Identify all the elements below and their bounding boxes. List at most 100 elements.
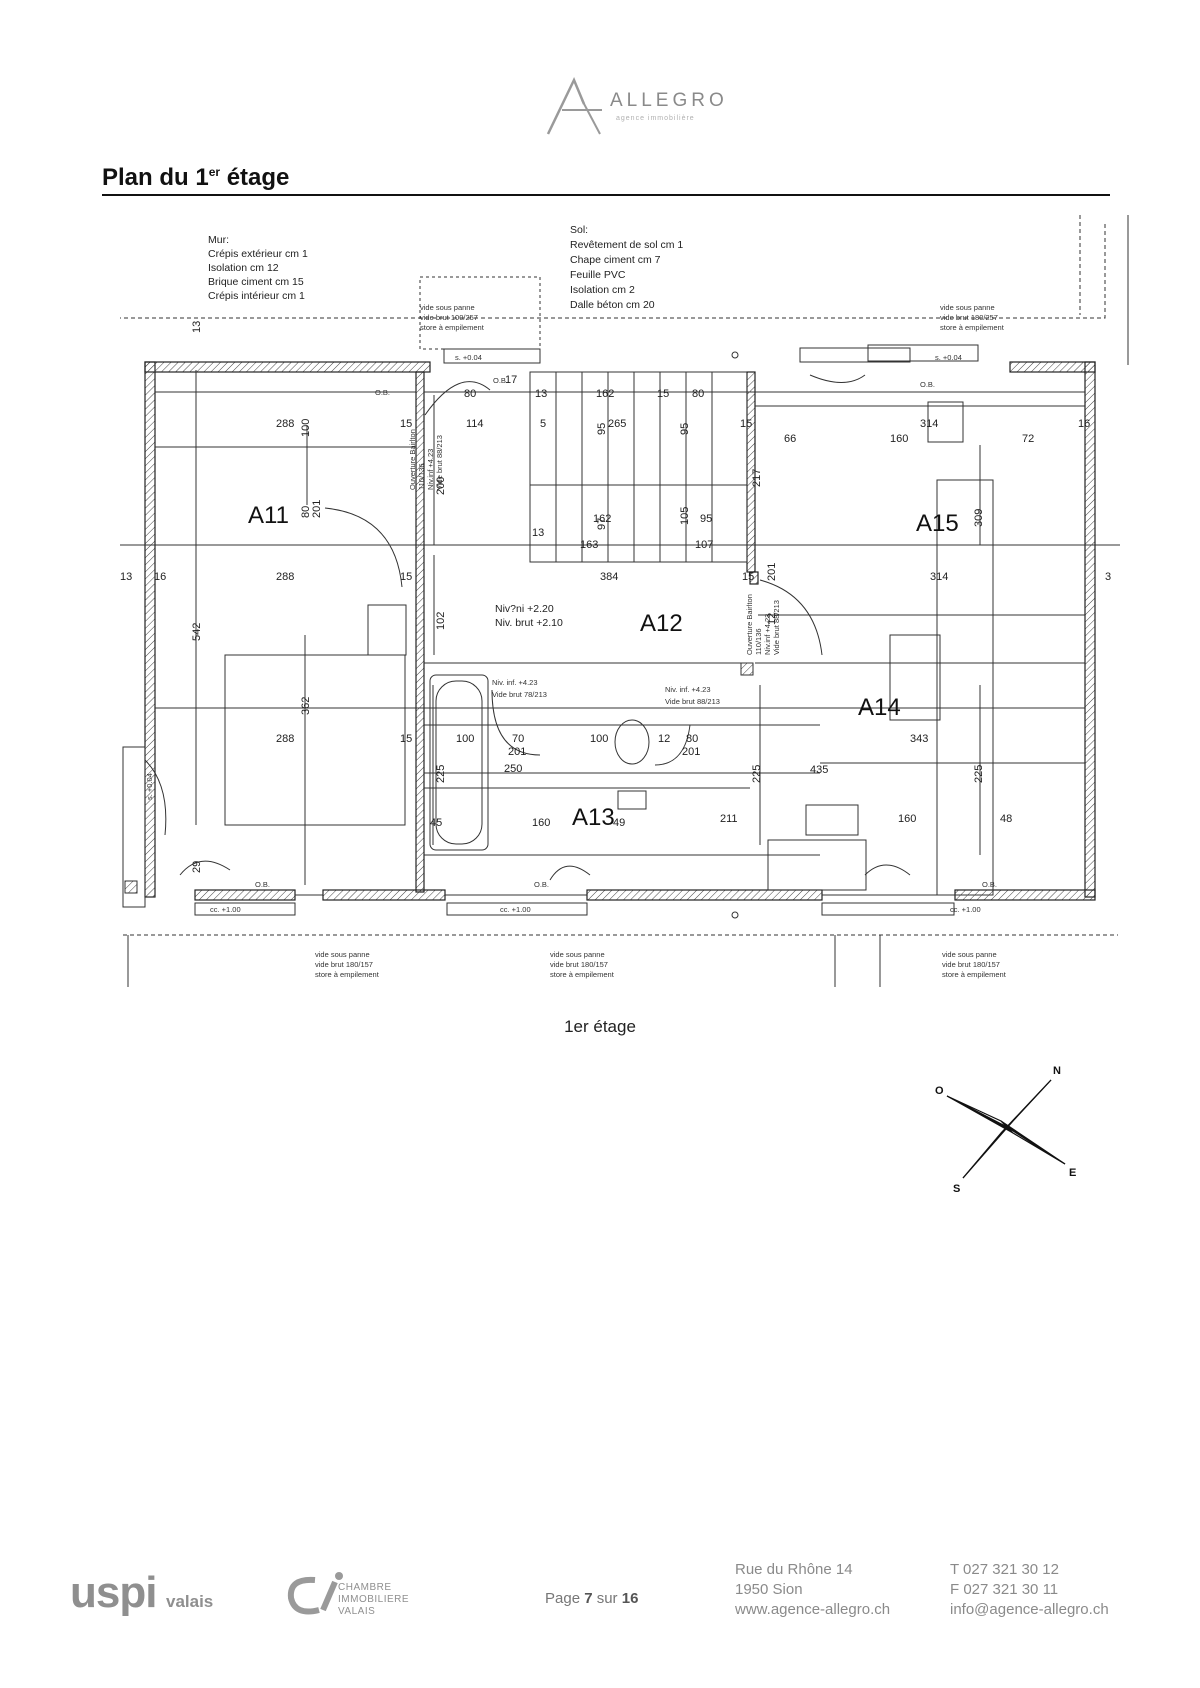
niv-bath-1: Vide brut 78/213: [492, 690, 547, 699]
niv-bath-0: Niv. inf. +4.23: [492, 678, 538, 687]
dim: 70: [512, 733, 524, 745]
window-note-b2-2: store à empilement: [550, 970, 615, 979]
website-link[interactable]: www.agence-allegro.ch: [735, 1601, 891, 1618]
dim: 97: [596, 518, 608, 530]
dim: 542: [191, 623, 203, 641]
uspi-logo: uspi: [70, 1568, 157, 1617]
compass-e: E: [1069, 1167, 1076, 1179]
chambre-immobiliere-logo: [287, 1572, 343, 1615]
dim: 314: [920, 418, 938, 430]
dim: 160: [890, 433, 908, 445]
dim: 15: [742, 571, 754, 583]
dim: 211: [720, 813, 738, 825]
window-note-b1-1: vide brut 180/157: [315, 960, 373, 969]
niv-a12-0: Niv?ni +2.20: [495, 603, 554, 615]
title-underline: [102, 194, 1110, 196]
dim: 72: [1022, 433, 1034, 445]
floor-note-0: Sol:: [570, 224, 588, 236]
niv-wc-1: Vide brut 88/213: [665, 697, 720, 706]
room-a14: A14: [858, 694, 901, 721]
floor-plan: Mur: Crépis extérieur cm 1 Isolation cm …: [120, 215, 1129, 987]
dim: 435: [810, 764, 828, 776]
dim: 15: [400, 571, 412, 583]
dim: 288: [276, 418, 294, 430]
page-number: Page 7 sur 16: [545, 1590, 639, 1607]
dim: 288: [276, 733, 294, 745]
plan-caption: 1er étage: [564, 1017, 636, 1036]
window-note-b1-2: store à empilement: [315, 970, 380, 979]
logo-wordmark: ALLEGRO: [610, 90, 728, 111]
wall-note-0: Mur:: [208, 234, 229, 246]
dim: 3: [1105, 571, 1111, 583]
dim: 12: [766, 613, 778, 625]
wall-note-4: Crépis intérieur cm 1: [208, 290, 305, 302]
sill-top-left: s. +0.04: [455, 353, 482, 362]
dim: 13: [532, 527, 544, 539]
compass-o: O: [935, 1085, 944, 1097]
dim: 95: [679, 423, 691, 435]
ob-a11: O.B.: [375, 388, 390, 397]
dim: 162: [596, 388, 614, 400]
wall-note-2: Isolation cm 12: [208, 262, 279, 274]
niv-wc-0: Niv. inf. +4.23: [665, 685, 711, 694]
sill-top-right: s. +0.04: [935, 353, 962, 362]
dim: 160: [898, 813, 916, 825]
dim: 49: [613, 817, 625, 829]
dim: 13: [191, 321, 203, 333]
floor-note-1: Revêtement de sol cm 1: [570, 239, 683, 251]
door-note-1: 110/136: [417, 463, 426, 490]
room-a12: A12: [640, 610, 683, 637]
dim: 80: [300, 506, 312, 518]
dim: 80: [692, 388, 704, 400]
room-a13: A13: [572, 804, 615, 831]
dim: 16: [1078, 418, 1090, 430]
dim: 105: [679, 507, 691, 525]
dim: 314: [930, 571, 948, 583]
dim: 309: [973, 509, 985, 527]
dim: 100: [590, 733, 608, 745]
dim: 95: [596, 423, 608, 435]
dim: 107: [695, 539, 713, 551]
dim: 15: [400, 733, 412, 745]
dim: 160: [532, 817, 550, 829]
dim: 265: [608, 418, 626, 430]
footer-address: Rue du Rhône 14 1950 Sion www.agence-all…: [735, 1561, 891, 1618]
dim: 201: [508, 746, 526, 758]
dim: 15: [740, 418, 752, 430]
allegro-logo: [546, 76, 602, 135]
sill-left: s. +0.04: [145, 773, 154, 800]
door-note-0: Ouverture Bairlton: [408, 429, 417, 490]
dim: 16: [154, 571, 166, 583]
window-note-right-1: vide brut 180/257: [940, 313, 998, 322]
dim: 362: [300, 697, 312, 715]
dim: 13: [535, 388, 547, 400]
dim: 66: [784, 433, 796, 445]
dim: 45: [430, 817, 442, 829]
window-note-b1-0: vide sous panne: [315, 950, 370, 959]
door-note-3: Vide brut 88/213: [435, 435, 444, 490]
floor-note-5: Dalle béton cm 20: [570, 299, 655, 311]
ob-a12: O.B.: [493, 376, 508, 385]
logo-subtitle: agence immobilière: [616, 115, 695, 122]
dim: 15: [657, 388, 669, 400]
dim: 288: [276, 571, 294, 583]
window-note-top-2: store à empilement: [420, 323, 485, 332]
dim: 5: [540, 418, 546, 430]
floor-note-4: Isolation cm 2: [570, 284, 635, 296]
door-note-b-3: Vide brut 88/213: [772, 600, 781, 655]
dim: 162: [593, 513, 611, 525]
window-note-b2-0: vide sous panne: [550, 950, 605, 959]
window-note-b3-0: vide sous panne: [942, 950, 997, 959]
dim: 250: [504, 763, 522, 775]
dim: 114: [466, 418, 484, 430]
footer-contact: T 027 321 30 12 F 027 321 30 11 info@age…: [950, 1561, 1109, 1618]
window-note-right-0: vide sous panne: [940, 303, 995, 312]
chambre-immobiliere-text: CHAMBRE IMMOBILIERE VALAIS: [338, 1582, 410, 1617]
sill-bottom-2: cc. +1.00: [500, 905, 531, 914]
dim: 95: [700, 513, 712, 525]
compass-s: S: [953, 1183, 960, 1195]
room-a15: A15: [916, 510, 959, 537]
dim: 225: [751, 765, 763, 783]
ob-a13-bottom: O.B.: [534, 880, 549, 889]
email-link[interactable]: info@agence-allegro.ch: [950, 1601, 1109, 1618]
